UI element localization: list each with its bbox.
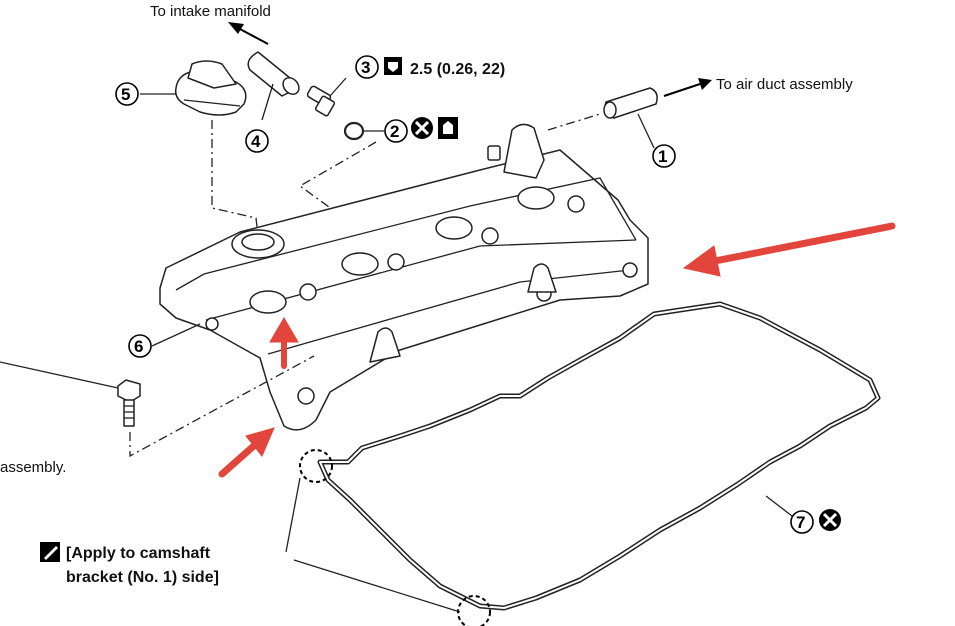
apply-note-line2: bracket (No. 1) side] (66, 569, 219, 586)
rocker-cover-gasket-part-7 (317, 301, 881, 611)
leader-sealant-1 (285, 477, 301, 553)
apply-note-line1: [Apply to camshaft (66, 545, 211, 562)
red-annotation-arrow-right (682, 222, 896, 277)
hose-part-4 (247, 51, 300, 97)
callout-3: 3 (355, 55, 379, 79)
install-line-bolt (129, 355, 315, 458)
svg-text:1: 1 (658, 147, 667, 166)
install-line-hose (547, 113, 601, 131)
install-line-cap (211, 120, 259, 237)
label-assembly-fragment: assembly. (0, 459, 66, 476)
do-not-reuse-icon (411, 117, 433, 139)
pcv-valve-part-3 (306, 77, 347, 117)
arrow-to-intake (228, 22, 269, 45)
o-ring-part-2 (343, 121, 384, 141)
callout-1: 1 (652, 144, 676, 168)
torque-wrench-icon (384, 57, 402, 75)
bolt-part (117, 379, 141, 427)
svg-text:2: 2 (390, 122, 399, 141)
leader-4 (261, 83, 274, 121)
sealant-spot-1 (299, 449, 333, 483)
liquid-gasket-icon (40, 542, 60, 562)
svg-text:4: 4 (251, 132, 261, 151)
svg-text:7: 7 (796, 513, 805, 532)
leader-6 (151, 323, 201, 347)
leader-7 (765, 495, 793, 517)
label-intake-manifold: To intake manifold (150, 3, 271, 20)
arrow-to-air-duct (663, 83, 701, 97)
label-air-duct: To air duct assembly (716, 76, 853, 93)
engine-oil-icon (438, 117, 458, 139)
callout-6: 6 (128, 334, 152, 358)
callout-2: 2 (384, 119, 408, 143)
svg-text:5: 5 (121, 85, 130, 104)
svg-text:6: 6 (134, 337, 143, 356)
red-annotation-arrow-up (269, 317, 299, 369)
oil-filler-cap-part-5 (174, 60, 247, 116)
callout-4: 4 (245, 129, 269, 153)
callout-5: 5 (115, 82, 139, 106)
do-not-reuse-icon (819, 509, 841, 531)
red-annotation-arrow-left (218, 427, 275, 478)
arrow-head-air-duct (698, 78, 712, 90)
install-line-valve (298, 141, 377, 213)
svg-text:3: 3 (361, 58, 370, 77)
rocker-cover-part-6 (159, 123, 649, 431)
leader-bolt (0, 361, 119, 389)
torque-spec-text: 2.5 (0.26, 22) (410, 61, 505, 78)
leader-1 (637, 113, 655, 149)
callout-7: 7 (790, 510, 814, 534)
hose-part-1 (603, 87, 658, 119)
leader-sealant-2 (293, 559, 461, 613)
